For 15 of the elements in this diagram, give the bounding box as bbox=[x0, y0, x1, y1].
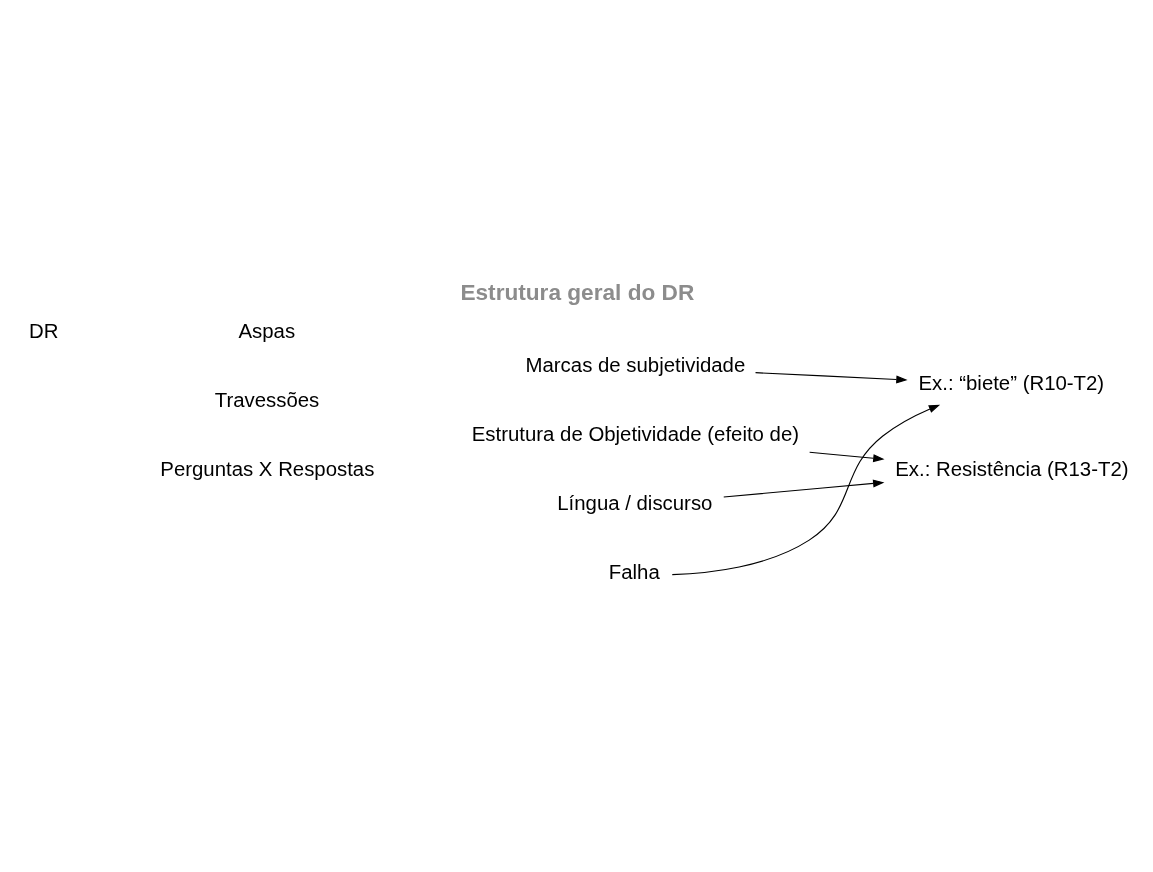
node-text: DR bbox=[28, 319, 59, 342]
arrow bbox=[754, 371, 908, 383]
node-text: Língua / discurso bbox=[557, 491, 713, 514]
arrow bbox=[671, 404, 941, 575]
node-text: Falha bbox=[608, 560, 660, 583]
arrow bbox=[723, 479, 885, 498]
node-text: Estrutura de Objetividade (efeito de) bbox=[471, 422, 800, 445]
node-text: Ex.: “biete” (R10-T2) bbox=[918, 371, 1105, 394]
node-text: Perguntas X Respostas bbox=[160, 457, 375, 480]
arrow bbox=[809, 451, 885, 462]
node-text: Ex.: Resistência (R13-T2) bbox=[895, 457, 1129, 480]
node-text: Travessões bbox=[214, 388, 320, 411]
node-text: Marcas de subjetividade bbox=[525, 353, 746, 376]
node-text: Aspas bbox=[238, 319, 296, 342]
diagram-title: Estrutura geral do DR bbox=[460, 279, 695, 305]
